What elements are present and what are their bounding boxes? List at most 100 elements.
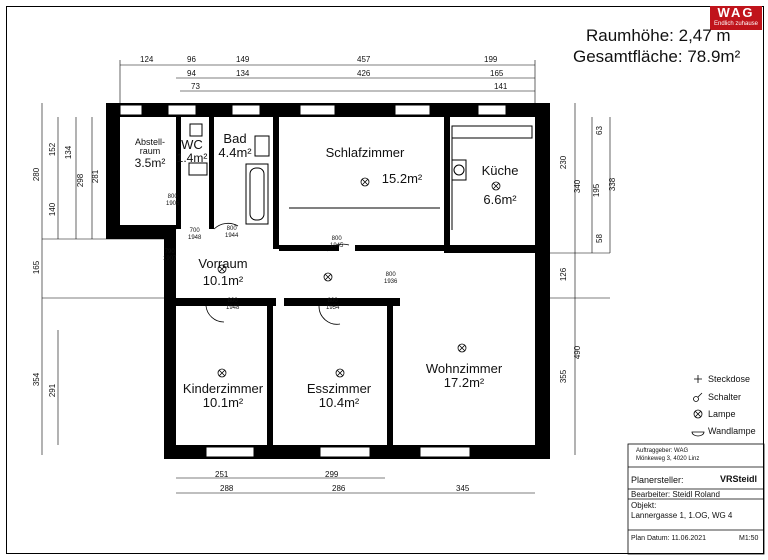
door-label: 800 1954 — [326, 298, 340, 311]
dim-left: 298 — [76, 173, 86, 188]
schalter-icon — [693, 396, 699, 402]
dim-right: 230 — [559, 155, 569, 170]
legend-steckdose: Steckdose — [708, 374, 751, 384]
room-schlafzimmer: Schlafzimmer — [300, 146, 430, 160]
dim-bottom: 288 — [220, 484, 234, 493]
walls — [106, 103, 550, 459]
wandlampe-icon — [691, 431, 705, 437]
door-label: 800 1945 — [330, 236, 344, 249]
door-label: 800 1936 — [384, 272, 398, 285]
dim-right: 340 — [573, 179, 583, 194]
steckdose-icon — [694, 375, 702, 383]
room-kueche-area: 6.6m² — [472, 193, 528, 207]
room-area: 4.4m² — [218, 144, 252, 160]
dim-bottom: 251 — [215, 470, 229, 479]
total-area-label: Gesamtfläche: 78.9m² — [573, 47, 741, 66]
windows — [119, 104, 507, 458]
room-area: 10.4m² — [318, 394, 360, 410]
tb-object-label: Objekt: — [631, 501, 657, 510]
room-area: 17.2m² — [443, 374, 485, 390]
dim-top: 96 — [187, 55, 196, 64]
room-name: Bad — [223, 131, 247, 146]
room-area: 3.5m² — [134, 155, 166, 170]
dim-top: 94 — [187, 69, 196, 78]
ceiling-height-label: Raumhöhe: 2,47 m — [586, 26, 731, 45]
dim-top: 457 — [357, 55, 371, 64]
room-name: Schlafzimmer — [325, 145, 405, 160]
dim-top: 134 — [236, 69, 250, 78]
room-area: 15.2m² — [381, 171, 423, 186]
title-block-frame — [627, 443, 765, 555]
dim-top: 165 — [490, 69, 504, 78]
dim-top: 426 — [357, 69, 371, 78]
dim-top: 149 — [236, 55, 250, 64]
dim-left: 134 — [64, 145, 74, 160]
room-name: Küche — [481, 163, 519, 178]
legend-lampe: Lampe — [708, 409, 736, 419]
tb-plan-date: Plan Datum: 11.06.2021 — [631, 535, 706, 542]
dim-right: 126 — [559, 267, 569, 282]
door-label: 700 1948 — [188, 228, 202, 241]
tb-client-addr: Mönkeweg 3, 4020 Linz — [636, 456, 700, 462]
door-label: 800 1944 — [225, 226, 239, 239]
drawing-frame — [6, 6, 764, 554]
room-kueche: Küche — [472, 164, 528, 178]
room-wc: WC 1.4m² — [172, 138, 212, 164]
room-vorraum: Vorraum — [188, 257, 258, 271]
dim-right: 63 — [594, 126, 604, 135]
dim-top: 199 — [484, 55, 498, 64]
tb-scale: M1:50 — [739, 535, 759, 542]
tb-planner-logo: VRSteidl — [720, 474, 758, 484]
door-label: 800 1906 — [166, 194, 180, 207]
room-vorraum-area: 10.1m² — [190, 274, 256, 288]
tb-planner-label: Planersteller: — [631, 475, 684, 485]
dim-top: 124 — [140, 55, 154, 64]
dim-left: 281 — [91, 169, 101, 184]
room-abstellraum: Abstell- raum 3.5m² — [128, 137, 172, 170]
lampe-icon — [693, 409, 703, 419]
room-kinderzimmer: Kinderzimmer 10.1m² — [180, 382, 266, 409]
room-esszimmer: Esszimmer 10.4m² — [292, 382, 386, 409]
doors — [167, 222, 350, 325]
dim-top: 141 — [494, 82, 508, 91]
room-area: 6.6m² — [483, 192, 517, 207]
dim-bottom: 299 — [325, 470, 339, 479]
dim-left: 280 — [32, 167, 42, 182]
room-bad: Bad 4.4m² — [212, 132, 258, 159]
tb-object-addr: Lannergasse 1, 1.OG, WG 4 — [631, 511, 733, 520]
tb-client: Auftraggeber: WAG — [636, 448, 689, 454]
room-name: Kinderzimmer — [182, 381, 264, 396]
dim-left: 291 — [48, 383, 58, 398]
dim-left: 165 — [32, 260, 42, 275]
dim-right: 338 — [608, 177, 618, 192]
dim-left: 354 — [32, 372, 42, 387]
room-area: 10.1m² — [202, 394, 244, 410]
legend-wandlampe: Wandlampe — [708, 426, 756, 436]
room-area: 1.4m² — [176, 150, 208, 165]
wag-logo: WAG Endlich zuhause — [710, 6, 762, 30]
room-name: WC — [181, 137, 203, 152]
dim-bottom: 345 — [456, 484, 470, 493]
legend-schalter: Schalter — [708, 392, 742, 402]
dim-right: 355 — [559, 369, 569, 384]
fixtures — [188, 123, 533, 230]
room-name: Abstell- raum — [134, 137, 165, 157]
room-schlafzimmer-area: 15.2m² — [372, 172, 432, 186]
dim-left: 152 — [48, 142, 58, 157]
dim-right: 58 — [594, 234, 604, 243]
room-area: 10.1m² — [202, 273, 244, 288]
dim-bottom: 286 — [332, 484, 346, 493]
dimension-lines — [41, 60, 611, 494]
legend-symbols — [691, 375, 705, 437]
dim-right: 490 — [573, 345, 583, 360]
room-name: Esszimmer — [306, 381, 372, 396]
lamps — [217, 177, 501, 378]
dim-left: 140 — [48, 202, 58, 217]
tb-editor: Bearbeiter: Steidl Roland — [631, 490, 720, 499]
room-name: Vorraum — [198, 256, 248, 271]
room-wohnzimmer: Wohnzimmer 17.2m² — [416, 362, 512, 389]
dim-top: 73 — [191, 82, 200, 91]
dim-right: 195 — [592, 183, 602, 198]
room-name: Wohnzimmer — [425, 361, 503, 376]
